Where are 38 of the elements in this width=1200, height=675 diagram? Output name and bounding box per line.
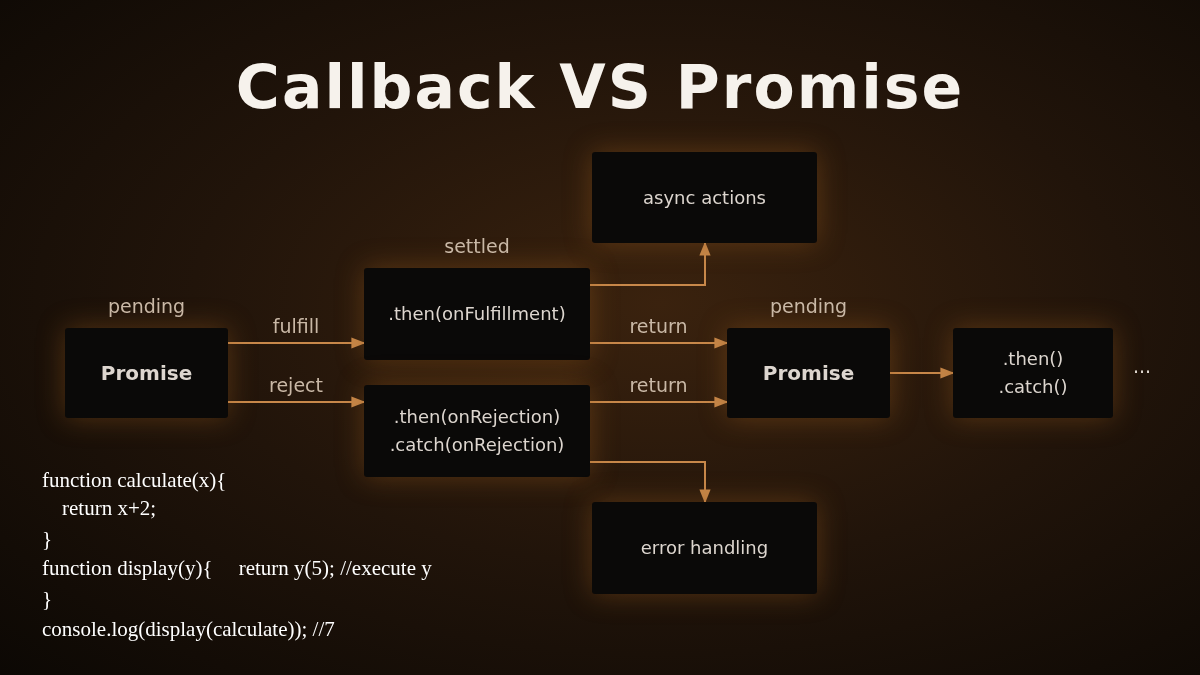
arrow bbox=[589, 461, 711, 504]
node-text: Promise bbox=[762, 360, 855, 387]
arrow bbox=[589, 337, 729, 349]
process-box bbox=[727, 328, 890, 418]
node-text: error handling bbox=[640, 536, 769, 560]
arrow bbox=[589, 241, 711, 286]
edge-label: reject bbox=[269, 374, 323, 396]
node-text: .then() bbox=[1002, 347, 1064, 371]
code-line: function display(y){ return y(5); //execute y bbox=[42, 556, 432, 581]
process-box bbox=[364, 268, 590, 360]
state-label: settled bbox=[444, 235, 510, 257]
code-line: } bbox=[42, 587, 53, 612]
ellipsis-label: ... bbox=[1133, 355, 1152, 377]
node-text: async actions bbox=[643, 185, 766, 210]
code-line: function calculate(x){ bbox=[42, 468, 227, 493]
state-label: pending bbox=[107, 295, 186, 317]
process-box bbox=[592, 152, 817, 243]
node-text: .catch(onRejection) bbox=[389, 433, 565, 457]
title: Callback VS Promise bbox=[234, 52, 966, 122]
node-text: .then(onFulfillment) bbox=[388, 302, 566, 326]
code-line: } bbox=[42, 527, 53, 552]
node-text: .catch() bbox=[998, 375, 1068, 399]
edge-label: fulfill bbox=[272, 315, 320, 337]
code-line: console.log(display(calculate)); //7 bbox=[42, 617, 335, 642]
arrow bbox=[889, 367, 955, 379]
code-line: return x+2; bbox=[62, 496, 157, 521]
process-box bbox=[953, 328, 1113, 418]
process-box bbox=[65, 328, 228, 418]
state-label: pending bbox=[769, 295, 848, 317]
arrow bbox=[227, 337, 366, 349]
arrow bbox=[227, 396, 366, 408]
edge-label: return bbox=[629, 374, 688, 396]
node-text: Promise bbox=[100, 360, 193, 387]
arrow bbox=[589, 396, 729, 408]
process-box bbox=[364, 385, 590, 477]
process-box bbox=[592, 502, 817, 594]
edge-label: return bbox=[629, 315, 688, 337]
node-text: .then(onRejection) bbox=[393, 405, 561, 429]
